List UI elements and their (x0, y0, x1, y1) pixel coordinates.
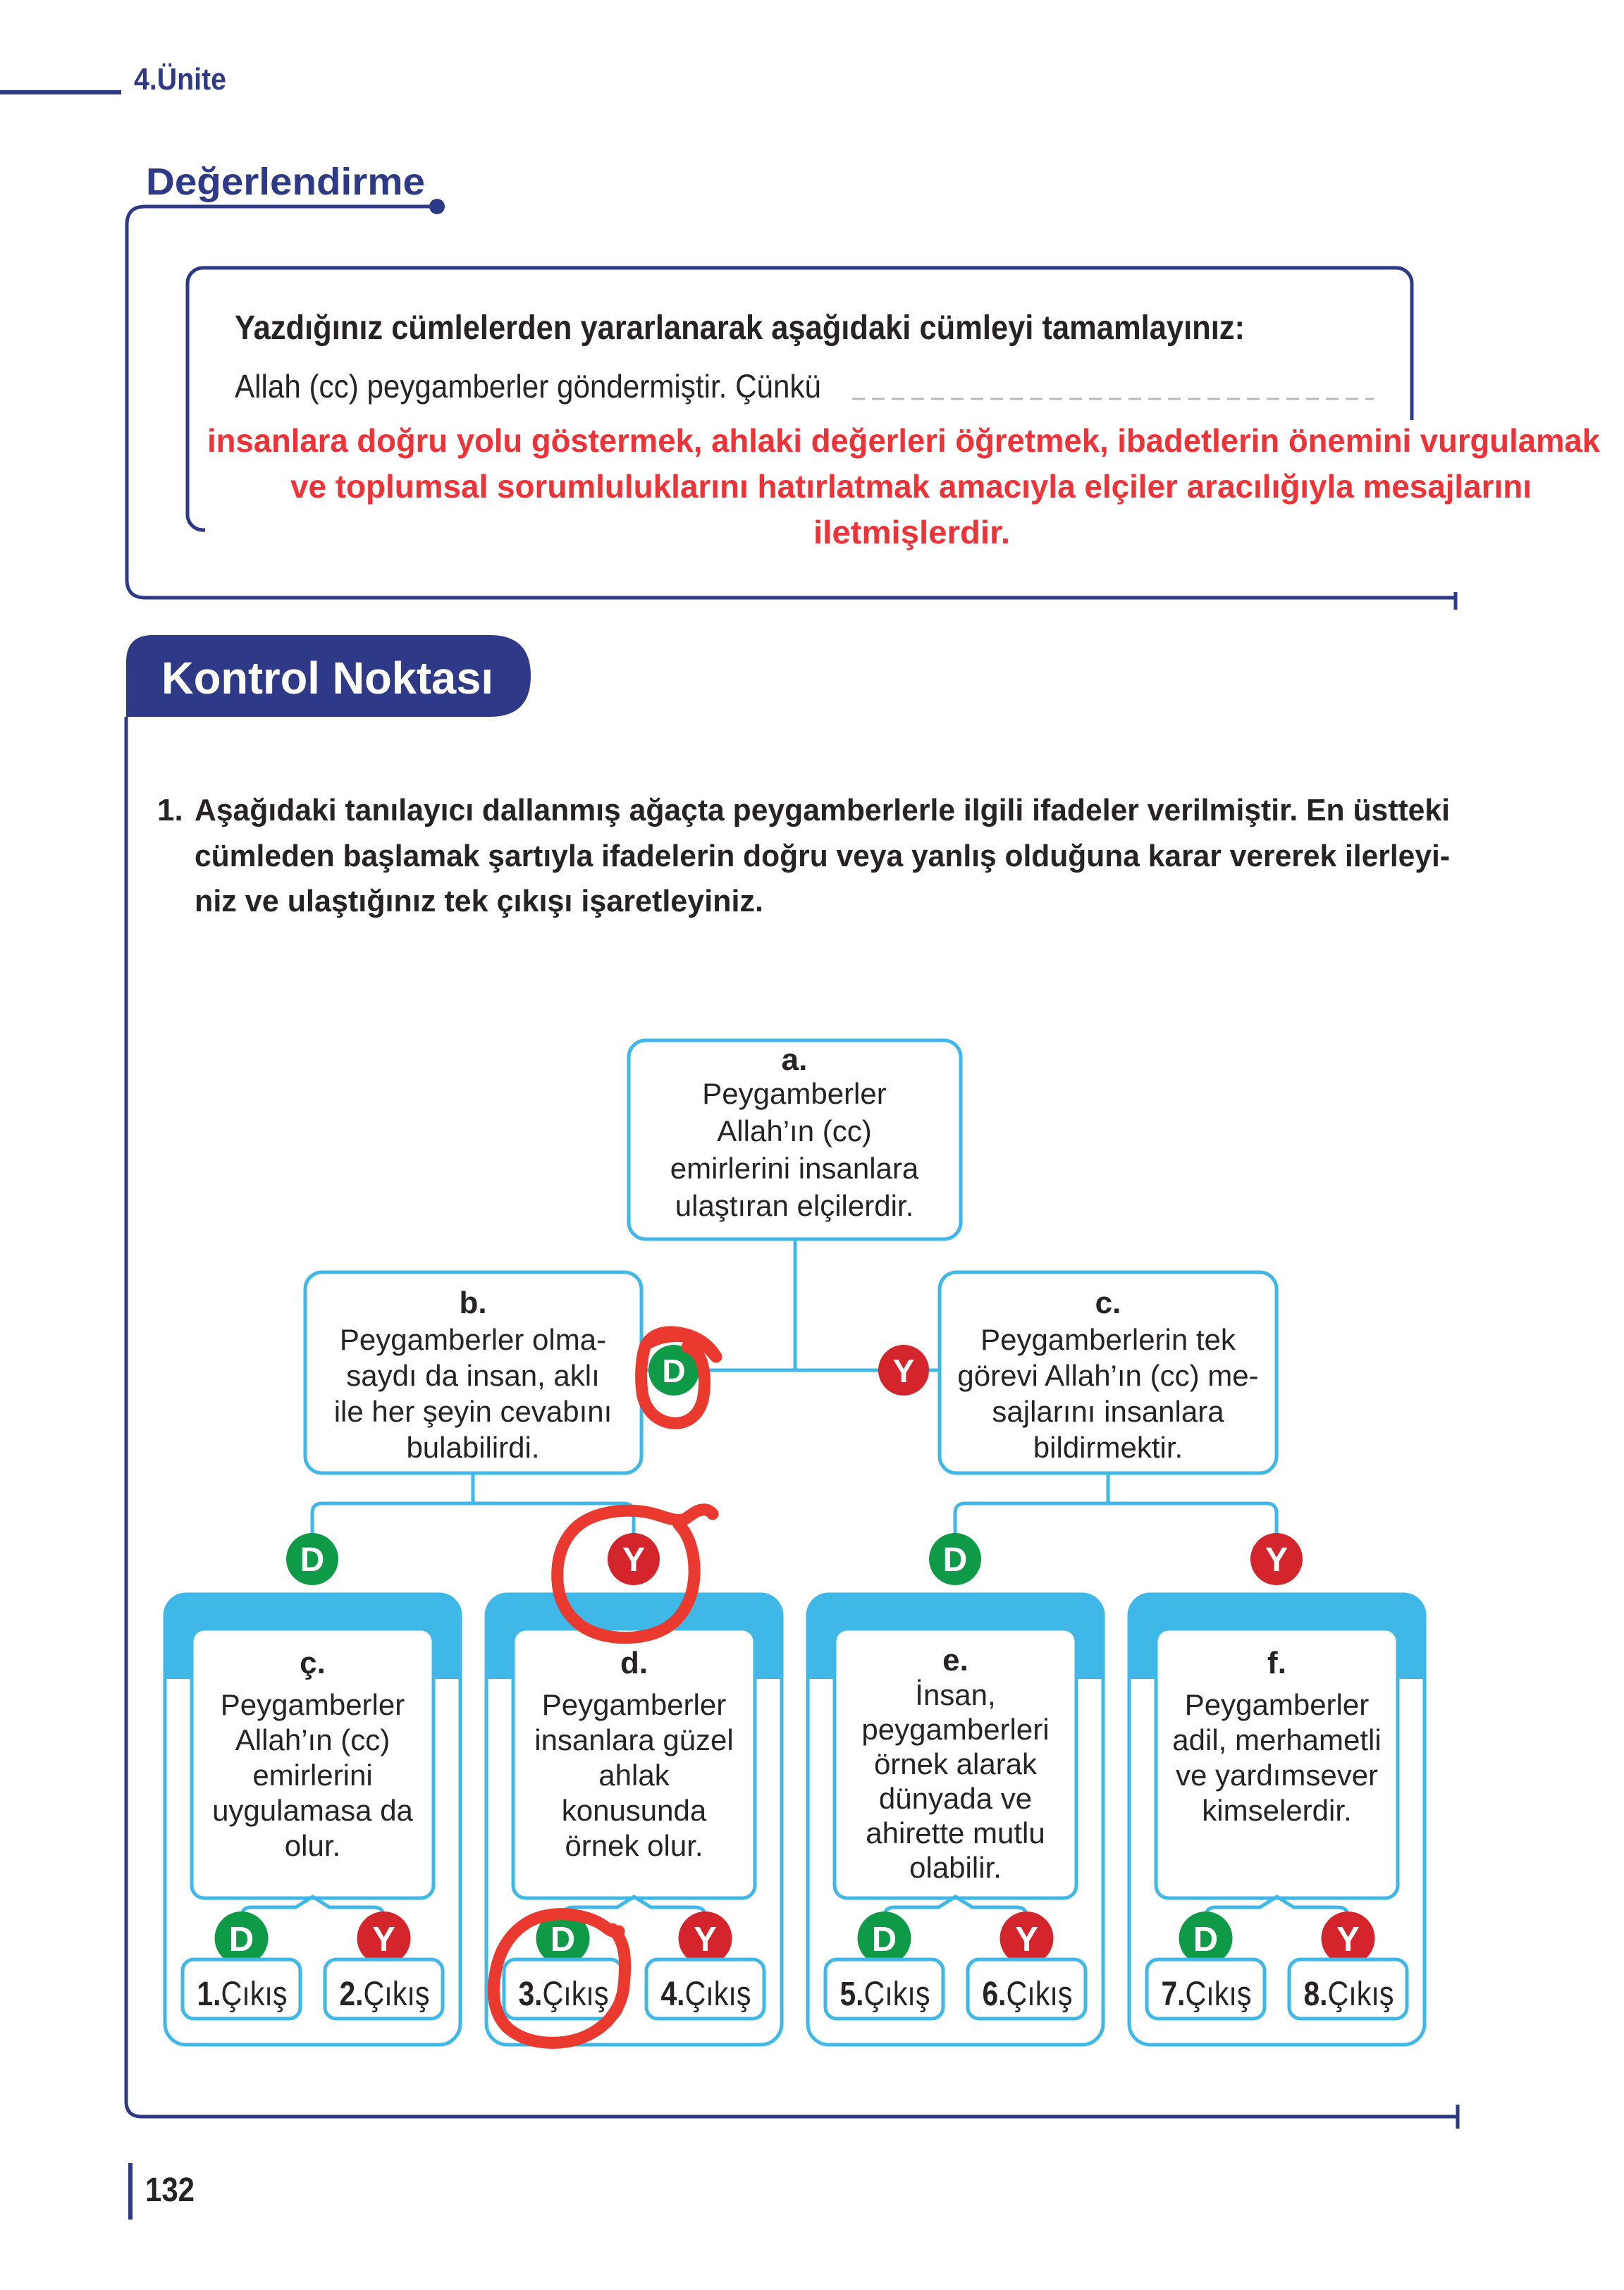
svg-text:D: D (872, 1921, 897, 1959)
svg-text:Yazdığınız cümlelerden yararla: Yazdığınız cümlelerden yararlanarak aşağ… (235, 309, 1245, 347)
svg-text:132: 132 (145, 2172, 195, 2209)
svg-text:olur.: olur. (285, 1829, 340, 1862)
svg-text:8.: 8. (1304, 1976, 1328, 2013)
svg-text:Y: Y (1336, 1921, 1360, 1959)
svg-text:f.: f. (1267, 1646, 1286, 1680)
svg-text:Peygamberler: Peygamberler (1185, 1688, 1369, 1721)
svg-text:4.: 4. (661, 1976, 685, 2013)
svg-text:D: D (1193, 1921, 1218, 1959)
svg-text:Peygamberler: Peygamberler (542, 1688, 726, 1721)
svg-text:c.: c. (1095, 1286, 1121, 1320)
svg-text:d.: d. (620, 1646, 648, 1680)
svg-text:saydı da insan, aklı: saydı da insan, aklı (346, 1359, 600, 1392)
svg-text:uygulamasa da: uygulamasa da (212, 1794, 413, 1827)
svg-text:6.: 6. (983, 1976, 1007, 2013)
svg-text:Allah’ın (cc): Allah’ın (cc) (235, 1723, 390, 1756)
svg-text:Y: Y (372, 1921, 395, 1959)
svg-text:görevi Allah’ın (cc) me-: görevi Allah’ın (cc) me- (957, 1359, 1258, 1392)
svg-text:1.: 1. (197, 1976, 221, 2013)
svg-text:Peygamberler: Peygamberler (702, 1077, 886, 1110)
svg-text:Çıkış: Çıkış (685, 1976, 751, 2013)
svg-text:Y: Y (1265, 1541, 1288, 1579)
svg-text:Y: Y (694, 1921, 717, 1959)
svg-text:Çıkış: Çıkış (543, 1976, 609, 2013)
svg-text:Değerlendirme: Değerlendirme (146, 161, 425, 203)
svg-text:5.: 5. (840, 1976, 864, 2013)
svg-text:Çıkış: Çıkış (221, 1976, 288, 2013)
svg-text:D: D (662, 1353, 685, 1389)
svg-text:Allah (cc) peygamberler gönder: Allah (cc) peygamberler göndermiştir. Çü… (235, 368, 821, 405)
svg-text:iletmişlerdir.: iletmişlerdir. (813, 514, 1010, 550)
svg-text:niz ve ulaştığınız tek çıkışı: niz ve ulaştığınız tek çıkışı işaretleyi… (195, 884, 763, 918)
svg-text:adil, merhametli: adil, merhametli (1172, 1723, 1381, 1756)
svg-text:e.: e. (942, 1643, 968, 1678)
svg-text:emirlerini insanlara: emirlerini insanlara (670, 1152, 919, 1185)
svg-text:Çıkış: Çıkış (864, 1976, 930, 2013)
svg-text:ve yardımsever: ve yardımsever (1176, 1759, 1378, 1792)
svg-text:D: D (300, 1541, 325, 1579)
svg-text:Çıkış: Çıkış (1007, 1976, 1073, 2013)
svg-text:3.: 3. (519, 1976, 543, 2013)
svg-text:Y: Y (1015, 1921, 1038, 1959)
svg-text:ahirette mutlu: ahirette mutlu (866, 1816, 1045, 1849)
svg-text:ahlak: ahlak (598, 1759, 670, 1792)
svg-text:Peygamberler olma-: Peygamberler olma- (340, 1323, 606, 1356)
svg-text:ulaştıran elçilerdir.: ulaştıran elçilerdir. (675, 1189, 914, 1222)
svg-text:örnek alarak: örnek alarak (874, 1747, 1038, 1780)
svg-text:Peygamberlerin tek: Peygamberlerin tek (980, 1323, 1236, 1356)
svg-text:ile her şeyin cevabını: ile her şeyin cevabını (334, 1395, 613, 1428)
svg-text:ve toplumsal sorumluluklarını: ve toplumsal sorumluluklarını hatırlatma… (290, 468, 1532, 505)
svg-text:konusunda: konusunda (562, 1794, 707, 1827)
svg-text:kimselerdir.: kimselerdir. (1202, 1794, 1351, 1827)
svg-text:bulabilirdi.: bulabilirdi. (406, 1431, 539, 1464)
svg-text:Kontrol Noktası: Kontrol Noktası (161, 653, 493, 703)
svg-text:D: D (943, 1541, 968, 1579)
svg-text:insanlara güzel: insanlara güzel (534, 1723, 734, 1756)
svg-text:Allah’ın (cc): Allah’ın (cc) (717, 1114, 871, 1147)
svg-text:7.: 7. (1162, 1976, 1186, 2013)
svg-text:4.Ünite: 4.Ünite (134, 62, 226, 97)
svg-text:olabilir.: olabilir. (909, 1851, 1002, 1884)
svg-text:bildirmektir.: bildirmektir. (1033, 1431, 1183, 1464)
svg-text:Aşağıdaki tanılayıcı dallanmış: Aşağıdaki tanılayıcı dallanmış ağaçta pe… (195, 793, 1450, 827)
svg-text:insanlara doğru yolu göstermek: insanlara doğru yolu göstermek, ahlaki d… (207, 422, 1600, 459)
svg-text:cümleden başlamak şartıyla ifa: cümleden başlamak şartıyla ifadelerin do… (195, 839, 1450, 873)
svg-text:örnek olur.: örnek olur. (565, 1829, 703, 1862)
svg-text:Y: Y (622, 1541, 645, 1579)
svg-text:sajlarını insanlara: sajlarını insanlara (992, 1395, 1224, 1428)
svg-text:D: D (550, 1921, 575, 1959)
svg-text:ç.: ç. (300, 1646, 326, 1680)
svg-text:b.: b. (459, 1286, 486, 1320)
svg-text:Çıkış: Çıkış (1328, 1976, 1394, 2013)
svg-text:peygamberleri: peygamberleri (861, 1713, 1049, 1746)
svg-text:Y: Y (893, 1353, 915, 1389)
svg-text:Peygamberler: Peygamberler (221, 1688, 405, 1721)
svg-text:D: D (229, 1921, 254, 1959)
svg-text:Çıkış: Çıkış (364, 1976, 430, 2013)
svg-text:a.: a. (782, 1042, 808, 1077)
svg-text:dünyada ve: dünyada ve (879, 1782, 1032, 1815)
svg-text:Çıkış: Çıkış (1186, 1976, 1252, 2013)
svg-text:İnsan,: İnsan, (915, 1678, 995, 1711)
svg-text:2.: 2. (340, 1976, 364, 2013)
svg-text:emirlerini: emirlerini (252, 1759, 372, 1792)
svg-text:1.: 1. (157, 793, 183, 827)
